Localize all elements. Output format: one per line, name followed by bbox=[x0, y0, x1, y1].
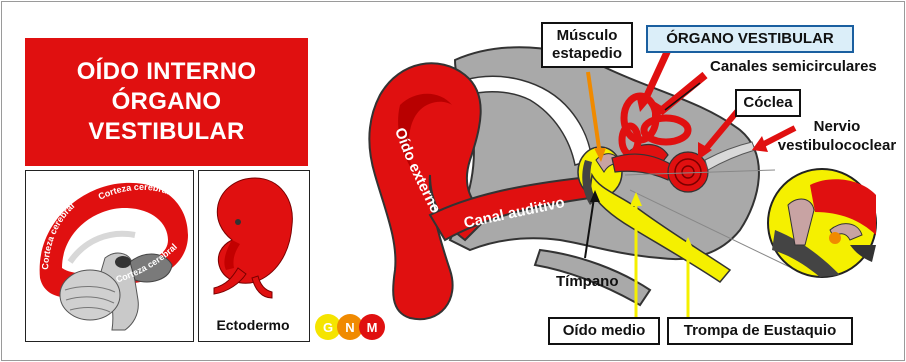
cochlea-label: Cóclea bbox=[735, 89, 801, 117]
middle-ear-label: Oído medio bbox=[548, 317, 660, 345]
eardrum-label: Tímpano bbox=[556, 272, 619, 291]
nerve-label: Nervio vestibulococlear bbox=[770, 117, 904, 155]
semicircular-canals-label: Canales semicirculares bbox=[710, 57, 877, 76]
eustachian-tube-label: Trompa de Eustaquio bbox=[667, 317, 853, 345]
stapedius-line-1: Músculo bbox=[549, 27, 625, 45]
stapedius-line-2: estapedio bbox=[549, 45, 625, 63]
stapedius-label: Músculo estapedio bbox=[541, 22, 633, 68]
nerve-line-1: Nervio bbox=[770, 117, 904, 136]
vestibular-organ-label: ÓRGANO VESTIBULAR bbox=[646, 25, 854, 53]
nerve-line-2: vestibulococlear bbox=[770, 136, 904, 155]
